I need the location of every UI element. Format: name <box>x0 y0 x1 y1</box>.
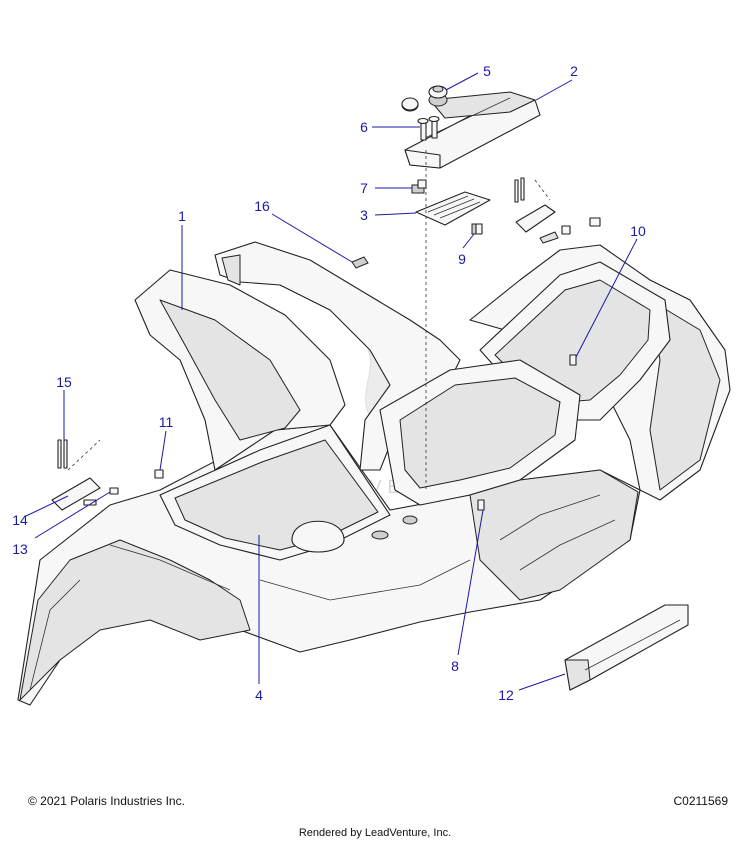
callout-1: 1 <box>178 208 186 224</box>
callout-10: 10 <box>630 223 646 239</box>
decal-part-16 <box>351 256 369 269</box>
clip-part-7 <box>411 179 427 194</box>
callout-3: 3 <box>360 207 368 223</box>
callout-16: 16 <box>254 198 270 214</box>
assembly-line-left <box>67 439 101 471</box>
callout-11: 11 <box>159 414 174 430</box>
leader-lines <box>25 72 638 691</box>
figure-code: C0211569 <box>673 794 729 808</box>
bumper-part-5 <box>401 85 448 111</box>
upper-right-hardware <box>514 177 601 244</box>
rear-fender-body <box>17 241 731 706</box>
fastener-part-9 <box>471 223 483 235</box>
fastener-part-10 <box>569 354 577 366</box>
callout-6: 6 <box>360 119 368 135</box>
upper-bracket-part-2 <box>401 91 541 169</box>
bracket-part-12 <box>564 604 689 691</box>
fastener-part-8 <box>477 499 485 511</box>
callout-13: 13 <box>12 541 28 557</box>
panel-part-3 <box>415 191 491 226</box>
callout-labels: 1 2 3 4 5 6 7 8 9 10 11 12 13 14 15 16 <box>12 63 646 703</box>
rendered-by-text: Rendered by LeadVenture, Inc. <box>298 827 452 839</box>
assembly-line-right <box>534 179 551 201</box>
screw-part-6 <box>417 115 440 141</box>
fastener-part-13 <box>109 487 119 495</box>
left-hardware <box>51 439 119 511</box>
callout-12: 12 <box>498 687 514 703</box>
callout-14: 14 <box>12 512 28 528</box>
callout-5: 5 <box>483 63 491 79</box>
bracket-part-14 <box>51 477 101 511</box>
callout-7: 7 <box>360 180 368 196</box>
callout-2: 2 <box>570 63 578 79</box>
callout-4: 4 <box>255 687 263 703</box>
callout-15: 15 <box>56 374 72 390</box>
callout-8: 8 <box>451 658 459 674</box>
callout-9: 9 <box>458 251 466 267</box>
copyright-text: © 2021 Polaris Industries Inc. <box>28 794 185 808</box>
fastener-part-11 <box>154 469 164 479</box>
